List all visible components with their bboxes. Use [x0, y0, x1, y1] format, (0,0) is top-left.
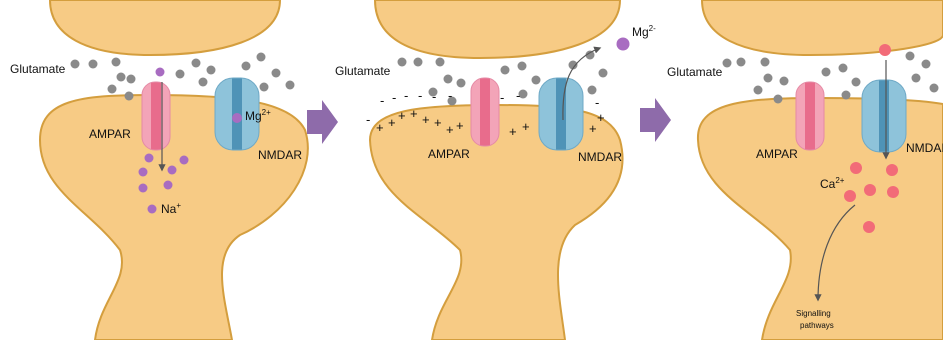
- svg-text:+: +: [410, 106, 418, 121]
- presynaptic-terminal: [702, 0, 943, 55]
- signalling-label-line1: Signalling: [796, 309, 831, 318]
- panel-1: Mg2+ Na+ Glutamate AMPAR NMDAR: [10, 0, 308, 340]
- glutamate-label: Glutamate: [10, 62, 66, 76]
- ampar-channel: [142, 82, 170, 150]
- svg-text:-: -: [404, 88, 408, 103]
- right-arrow-icon: [640, 98, 671, 142]
- svg-text:+: +: [446, 122, 454, 137]
- nmdar-channel: [539, 78, 583, 150]
- svg-text:+: +: [376, 120, 384, 135]
- presynaptic-terminal: [375, 0, 620, 58]
- glutamate-label: Glutamate: [335, 64, 391, 78]
- svg-text:-: -: [380, 93, 384, 108]
- panel-2: --- --- --- - +++ +++ +++ +++ Mg2- Gluta…: [335, 0, 656, 340]
- svg-text:+: +: [434, 115, 442, 130]
- svg-text:+: +: [456, 118, 464, 133]
- glutamate-bound: [156, 68, 165, 77]
- mg-ion: [232, 113, 242, 123]
- svg-text:-: -: [595, 95, 599, 110]
- svg-text:-: -: [366, 112, 370, 127]
- svg-text:+: +: [422, 112, 430, 127]
- svg-text:+: +: [398, 108, 406, 123]
- ampar-label: AMPAR: [428, 147, 470, 161]
- panel-3: Ca2+ Signalling pathways Glutamate AMPAR…: [667, 0, 943, 340]
- svg-text:+: +: [589, 121, 597, 136]
- ampar-label: AMPAR: [756, 147, 798, 161]
- nmdar-channel: [862, 80, 906, 152]
- ca-ion-entering: [879, 44, 891, 56]
- right-arrow-icon: [307, 100, 338, 144]
- svg-text:+: +: [388, 115, 396, 130]
- ampar-label: AMPAR: [89, 127, 131, 141]
- svg-text:-: -: [448, 88, 452, 103]
- svg-text:-: -: [516, 88, 520, 103]
- postsynaptic-spine: [40, 95, 308, 340]
- nmdar-label: NMDAR: [258, 148, 302, 162]
- svg-text:+: +: [509, 124, 517, 139]
- signalling-label-line2: pathways: [800, 321, 834, 330]
- mg-ion: [617, 38, 630, 51]
- svg-text:-: -: [432, 89, 436, 104]
- svg-text:-: -: [500, 90, 504, 105]
- presynaptic-terminal: [50, 0, 280, 55]
- svg-text:-: -: [418, 88, 422, 103]
- ampar-channel: [796, 82, 824, 150]
- ampar-channel: [471, 78, 499, 146]
- nmdar-label: NMDAR: [578, 150, 622, 164]
- nmdar-label: NMDAI: [906, 141, 943, 155]
- glutamate-label: Glutamate: [667, 65, 723, 79]
- svg-text:+: +: [522, 119, 530, 134]
- mg-label: Mg2-: [632, 24, 656, 39]
- svg-text:+: +: [597, 110, 605, 125]
- glutamate-molecules: [71, 53, 295, 101]
- svg-text:-: -: [392, 90, 396, 105]
